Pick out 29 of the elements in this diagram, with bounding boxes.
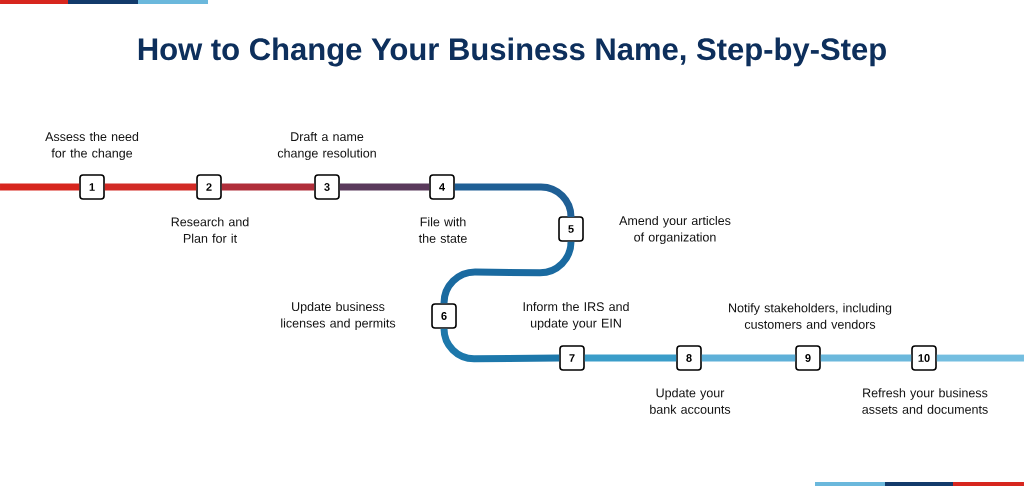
title: How to Change Your Business Name, Step-by-Step (138, 37, 886, 67)
timeline-line (936, 354, 1024, 362)
step-number-box: 6 (431, 303, 457, 329)
step-number-box: 5 (558, 216, 584, 242)
step-number-box: 8 (676, 345, 702, 371)
timeline-line (104, 183, 197, 191)
timeline-line (584, 354, 677, 362)
step-description: Update your bank accounts (650, 388, 731, 414)
step-description: Research and Plan for it (171, 217, 249, 243)
timeline-line (701, 354, 796, 362)
step-description: Amend your articles of organization (619, 215, 731, 245)
timeline-line (339, 183, 430, 191)
step-description: Inform the IRS and update your EIN (523, 301, 629, 331)
timeline-line (820, 354, 912, 362)
step-description: Refresh your business assets and documents (862, 388, 988, 414)
timeline-line (0, 183, 80, 191)
step-number-box: 4 (429, 174, 455, 200)
step-description: File with the state (418, 217, 467, 243)
step-number-box: 1 (79, 174, 105, 200)
step-description: Draft a name change resolution (277, 131, 376, 161)
step-number-box: 7 (559, 345, 585, 371)
step-number-box: 2 (196, 174, 222, 200)
step-number-box: 3 (314, 174, 340, 200)
timeline-line (221, 183, 315, 191)
step-number-box: 10 (911, 345, 937, 371)
step-description: Notify stakeholders, including customers and vendors (729, 303, 892, 329)
step-number-box: 9 (795, 345, 821, 371)
step-description: Update business licenses and permits (281, 301, 396, 331)
step-description: Assess the need for the change (45, 131, 139, 161)
